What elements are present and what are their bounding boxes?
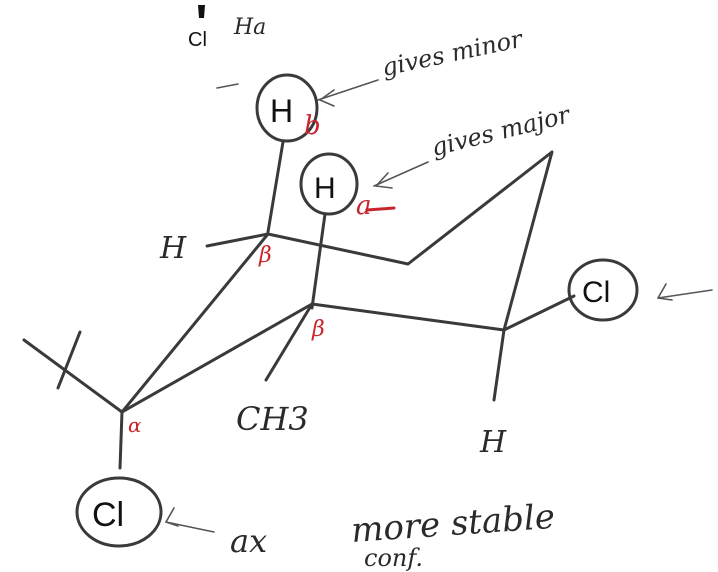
bond-ha <box>310 212 327 310</box>
hb-label: b <box>304 111 321 141</box>
gives-minor-text: gives minor <box>379 25 526 82</box>
left-h-label: H <box>159 231 187 266</box>
bond-tbutyl <box>22 338 124 414</box>
tick-mark <box>216 83 239 89</box>
top-cl-label: Cl <box>188 29 207 51</box>
ring-left-back <box>120 232 270 414</box>
beta-marker-2: β <box>311 317 325 342</box>
arrow-minor-head-icon <box>319 89 335 107</box>
beta-marker-1: β <box>258 243 272 268</box>
cl-bottom-arrow-icon <box>165 507 179 527</box>
h-bottom-label: H <box>479 425 507 460</box>
bond-left-h <box>205 232 270 248</box>
hb-circle <box>255 73 319 143</box>
ha-underline <box>365 206 396 212</box>
cl-right-circle <box>567 258 639 322</box>
ch3-label: CH3 <box>236 400 309 438</box>
ax-text: ax <box>230 522 267 560</box>
more-stable-text: more stable <box>350 497 556 551</box>
arrow-major-head-icon <box>375 172 393 189</box>
hb-atom: H <box>270 93 293 129</box>
ha-atom: H <box>314 172 336 205</box>
bond-cl-right <box>502 294 576 332</box>
bond-h-bottom <box>492 328 506 402</box>
arrow-major <box>373 161 429 187</box>
top-ha-label: Ha <box>233 15 266 40</box>
cl-right-pointer <box>657 289 713 299</box>
cl-bottom-circle <box>75 476 163 548</box>
tbutyl-cross <box>56 330 82 390</box>
cl-bottom-atom: Cl <box>92 496 124 534</box>
alpha-marker: α <box>128 413 142 437</box>
bond-ch3 <box>264 302 314 382</box>
bond-cl-bottom <box>118 410 124 470</box>
arrow-minor <box>317 79 379 101</box>
ring-top <box>266 150 554 332</box>
cl-right-arrow-icon <box>657 283 673 301</box>
cl-right-atom: Cl <box>582 276 610 309</box>
cl-bottom-pointer <box>165 521 215 533</box>
bond-hb <box>266 140 285 234</box>
wedge-bond-icon <box>198 5 205 18</box>
ha-label: a <box>356 191 372 221</box>
conf-text: conf. <box>364 544 423 572</box>
ha-circle <box>299 152 359 216</box>
